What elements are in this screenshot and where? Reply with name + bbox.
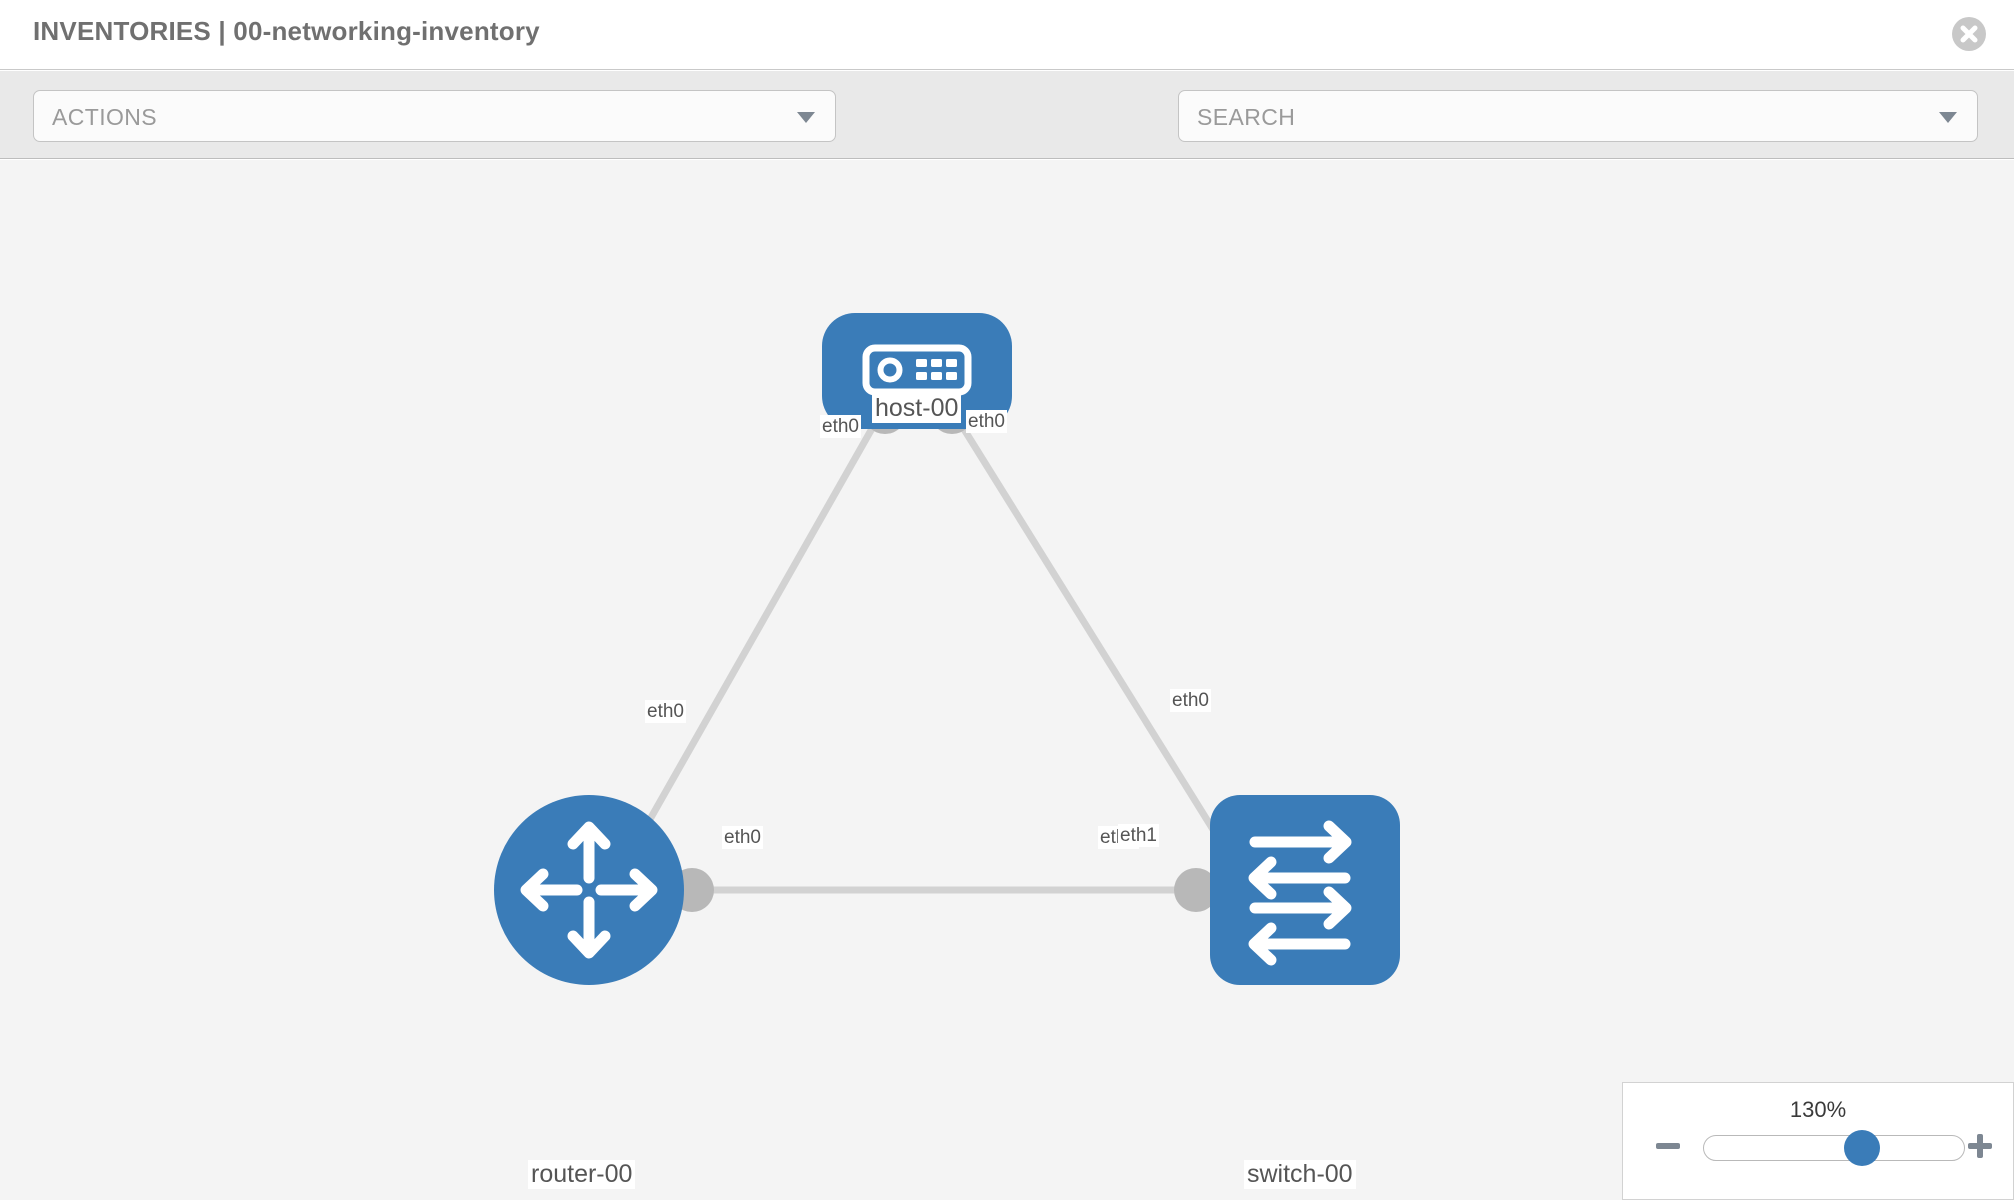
zoom-slider[interactable] xyxy=(1703,1130,1965,1166)
toolbar: ACTIONS SEARCH xyxy=(0,71,2014,200)
actions-dropdown[interactable]: ACTIONS xyxy=(33,90,836,142)
node-label-router[interactable]: router-00 xyxy=(528,1160,636,1189)
iface-label-host-left: eth0 xyxy=(820,415,861,438)
chevron-down-icon[interactable] xyxy=(1939,112,1957,123)
chevron-down-icon xyxy=(797,112,815,123)
node-host-00 xyxy=(822,313,1012,429)
zoom-slider-thumb[interactable] xyxy=(1844,1130,1881,1166)
iface-label-host-right: eth0 xyxy=(966,410,1007,433)
node-label-switch[interactable]: switch-00 xyxy=(1244,1160,1356,1189)
search-placeholder: SEARCH xyxy=(1197,104,1296,130)
topology-canvas[interactable]: host-00 router-00 switch-00 eth0 eth0 et… xyxy=(0,160,2014,1200)
page-title: INVENTORIES | 00-networking-inventory xyxy=(33,16,540,46)
iface-label-router-right: eth0 xyxy=(722,826,763,849)
actions-dropdown-label: ACTIONS xyxy=(52,104,158,130)
minus-icon[interactable] xyxy=(1653,1131,1683,1161)
zoom-control-panel: 130% xyxy=(1622,1082,2014,1200)
node-switch-00 xyxy=(1210,795,1400,985)
search-input[interactable]: SEARCH xyxy=(1178,90,1978,142)
edge-host-router xyxy=(624,416,882,860)
edge-host-switch xyxy=(954,416,1235,862)
node-router-00 xyxy=(494,795,684,985)
plus-icon[interactable] xyxy=(1965,1131,1995,1161)
iface-label-switch-left: eth1 xyxy=(1118,824,1159,847)
page-header: INVENTORIES | 00-networking-inventory xyxy=(0,0,2014,70)
iface-label-switch-up: eth0 xyxy=(1170,689,1211,712)
node-label-host[interactable]: host-00 xyxy=(872,394,962,423)
port-switch-left xyxy=(1174,868,1218,912)
close-icon[interactable] xyxy=(1952,17,1986,51)
topology-edges xyxy=(624,416,1235,894)
zoom-level-value: 130% xyxy=(1789,1097,1847,1122)
iface-label-router-up: eth0 xyxy=(645,700,686,723)
